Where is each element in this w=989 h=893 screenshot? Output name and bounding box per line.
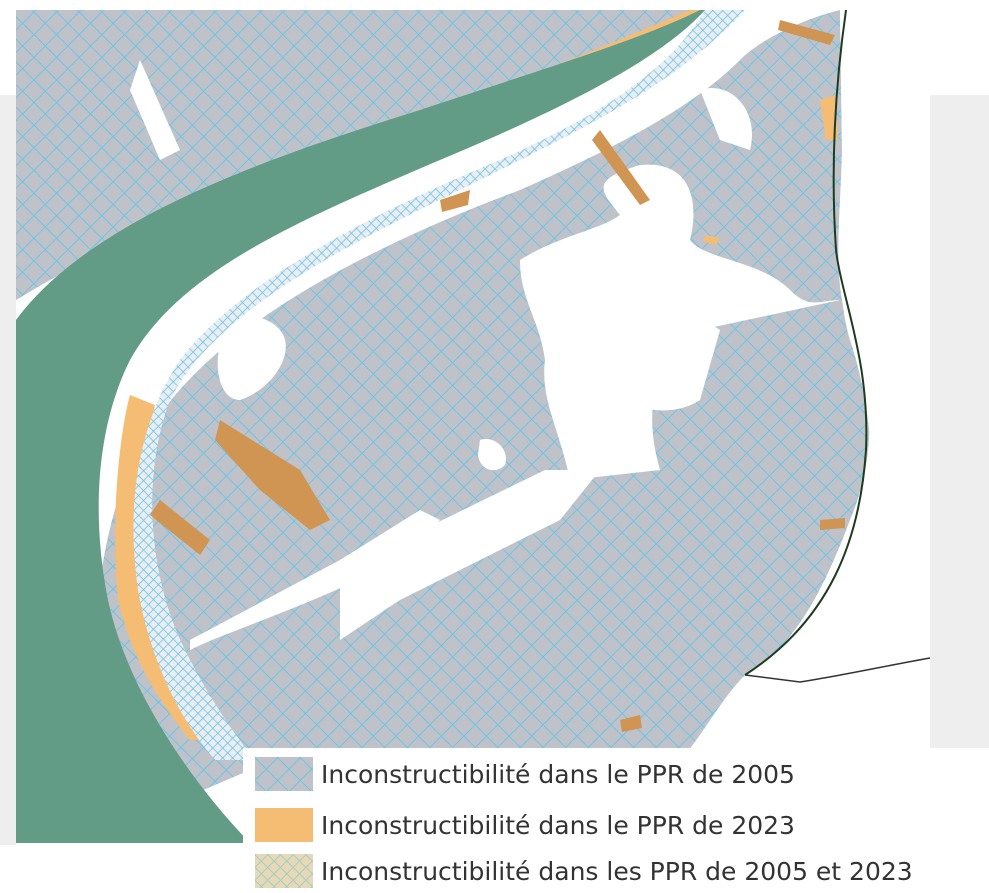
flood-zone-2023-patches: [150, 20, 845, 732]
non-flood-area-6: [130, 60, 180, 160]
legend-item-2023: Inconstructibilité dans le PPR de 2023: [255, 803, 795, 847]
legend-swatch-2005: [255, 757, 313, 791]
non-flood-area-2: [340, 470, 600, 640]
legend-label-2023: Inconstructibilité dans le PPR de 2023: [321, 810, 795, 840]
non-flood-area-9: [760, 10, 989, 750]
legend-item-2005: Inconstructibilité dans le PPR de 2005: [255, 752, 795, 796]
flood-zone-both: [133, 10, 746, 760]
legend-swatch-2023: [255, 808, 313, 842]
legend-item-both: Inconstructibilité dans les PPR de 2005 …: [255, 849, 913, 893]
legend-label-both: Inconstructibilité dans les PPR de 2005 …: [321, 856, 913, 886]
boundary-line: [744, 657, 931, 683]
legend-swatch-both: [255, 854, 313, 888]
legend-label-2005: Inconstructibilité dans le PPR de 2005: [321, 759, 795, 789]
commune-boundary: [744, 9, 868, 676]
non-flood-area-8: [478, 439, 506, 471]
non-flood-area-4: [190, 510, 440, 650]
map-legend: Inconstructibilité dans le PPR de 2005 I…: [243, 748, 989, 893]
flood-zone-2023-patches-light: [704, 95, 838, 245]
right-grey-panel: [930, 95, 989, 750]
non-flood-area-7: [700, 88, 752, 150]
non-flood-area-3: [217, 316, 286, 400]
left-grey-margin: [0, 95, 16, 845]
river: [16, 10, 705, 843]
non-flood-area-5: [600, 309, 720, 411]
